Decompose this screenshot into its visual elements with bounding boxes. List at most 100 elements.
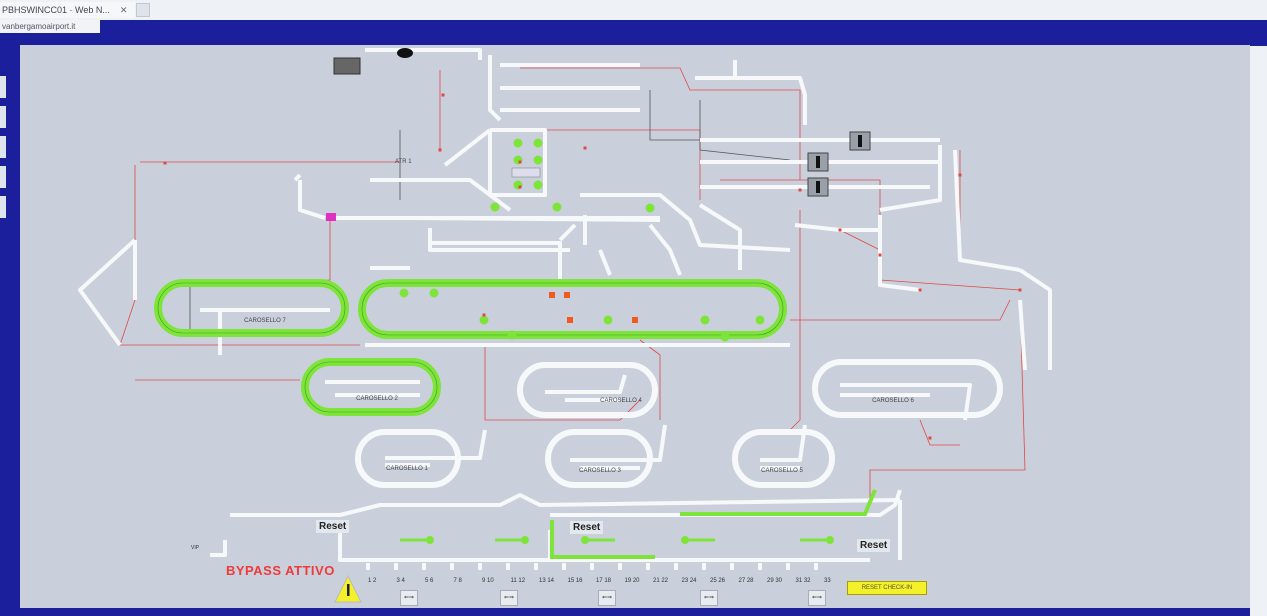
camera-device xyxy=(333,57,361,75)
direction-toggle-button[interactable]: ⇐⇒ xyxy=(400,590,418,606)
desk-position-label: 5 6 xyxy=(425,578,434,584)
carousel-label: CAROSELLO 4 xyxy=(600,398,642,404)
desk-position-label: 29 30 xyxy=(767,578,783,584)
conveyor-belt xyxy=(840,383,972,421)
checkin-desk xyxy=(534,563,538,570)
warning-icon[interactable] xyxy=(333,574,363,604)
scanner-device xyxy=(397,48,413,58)
signal-marker xyxy=(1018,288,1022,292)
carousel-1 xyxy=(355,429,461,488)
desk-position-label: 27 28 xyxy=(738,578,754,584)
conveyor-belt xyxy=(488,55,502,122)
sensor-active xyxy=(513,138,523,148)
side-nav-button[interactable] xyxy=(0,196,6,218)
side-nav-button[interactable] xyxy=(0,136,6,158)
conveyor-belt xyxy=(580,193,791,252)
direction-toggle-button[interactable]: ⇐⇒ xyxy=(598,590,616,606)
junction-label: ATR 1 xyxy=(395,159,412,165)
conveyor-belt xyxy=(794,223,880,232)
reset-button[interactable]: Reset xyxy=(316,520,350,533)
checkin-desk xyxy=(786,563,790,570)
checkin-desk xyxy=(366,563,370,570)
signal-marker xyxy=(918,288,922,292)
conveyor-belt xyxy=(698,203,742,270)
desk-position-label: 9 10 xyxy=(482,578,494,584)
signal-marker xyxy=(438,148,442,152)
signal-line xyxy=(919,419,960,446)
signal-marker xyxy=(798,188,802,192)
sensor-active xyxy=(399,288,409,298)
active-conveyor xyxy=(550,520,655,559)
carousel-label: CAROSELLO 2 xyxy=(356,396,398,402)
side-nav-button[interactable] xyxy=(0,106,6,128)
browser-tab[interactable]: PBHSWINCC01 · Web N...✕ xyxy=(0,2,136,18)
direction-toggle-button[interactable]: ⇐⇒ xyxy=(500,590,518,606)
close-tab-icon[interactable]: ✕ xyxy=(119,5,128,15)
signal-marker xyxy=(958,173,962,177)
conveyor-belt xyxy=(338,520,870,562)
sensor-active xyxy=(429,288,439,298)
signal-line xyxy=(839,229,881,251)
desk-position-label: 1 2 xyxy=(368,578,377,584)
checkin-desk xyxy=(730,563,734,570)
xray-core xyxy=(816,156,820,168)
conveyor-belt xyxy=(570,424,667,462)
direction-toggle-button[interactable]: ⇐⇒ xyxy=(700,590,718,606)
conveyor-belt xyxy=(293,173,302,182)
carousel-2 xyxy=(301,358,441,416)
conveyor-belt xyxy=(648,223,682,276)
reset-checkin-button[interactable]: RESET CHECK-IN xyxy=(847,581,927,595)
carousel-6 xyxy=(812,359,1003,418)
signal-marker xyxy=(518,160,522,164)
desk-position-label: 13 14 xyxy=(539,578,555,584)
signal-marker xyxy=(441,93,445,97)
reset-button[interactable]: Reset xyxy=(857,539,891,552)
checkin-desk xyxy=(394,563,398,570)
direction-arrow-head xyxy=(681,536,689,544)
bypass-status: BYPASS ATTIVO xyxy=(226,563,335,578)
direction-toggle-button[interactable]: ⇐⇒ xyxy=(808,590,826,606)
sensor-active xyxy=(700,315,710,325)
signal-line xyxy=(520,67,801,180)
conveyor-belt xyxy=(879,145,942,212)
carousel-outline xyxy=(304,361,438,413)
signal-marker xyxy=(878,253,882,257)
conveyor-belt xyxy=(1018,268,1052,370)
carousel-label: CAROSELLO 1 xyxy=(386,466,428,472)
url-bar[interactable]: vanbergamoairport.it xyxy=(0,20,102,33)
new-tab-button[interactable] xyxy=(136,3,150,17)
signal-marker xyxy=(518,185,522,189)
signal-marker xyxy=(482,313,486,317)
reset-button[interactable]: Reset xyxy=(570,521,604,534)
sensor-active xyxy=(533,180,543,190)
conveyor-belt xyxy=(78,238,137,347)
signal-marker xyxy=(928,436,932,440)
carousel-3 xyxy=(545,429,653,488)
checkin-desk xyxy=(674,563,678,570)
checkin-desk xyxy=(450,563,454,570)
signal-line xyxy=(484,345,641,421)
desk-position-label: 15 16 xyxy=(567,578,583,584)
conveyor-belt xyxy=(1018,299,1027,371)
desk-position-label: 31 32 xyxy=(795,578,811,584)
conveyor-belt xyxy=(385,429,487,460)
control-line xyxy=(699,100,791,161)
desk-position-label: 23 24 xyxy=(681,578,697,584)
fault-indicator xyxy=(632,317,638,323)
side-nav-button[interactable] xyxy=(0,166,6,188)
signal-line xyxy=(119,165,360,346)
hmi-title-bar xyxy=(100,20,1267,46)
sensor-active xyxy=(552,202,562,212)
xray-core xyxy=(816,181,820,193)
conveyor-belt xyxy=(598,249,612,276)
carousel-label: CAROSELLO 5 xyxy=(761,468,803,474)
carousel-5 xyxy=(732,429,835,488)
junction-box xyxy=(511,167,541,178)
side-nav-button[interactable] xyxy=(0,76,6,98)
conveyor-belt xyxy=(430,241,562,280)
carousel-4 xyxy=(517,362,658,418)
carousel-outline xyxy=(361,282,784,336)
conveyor-belt xyxy=(210,540,227,557)
sensor-active xyxy=(479,315,489,325)
